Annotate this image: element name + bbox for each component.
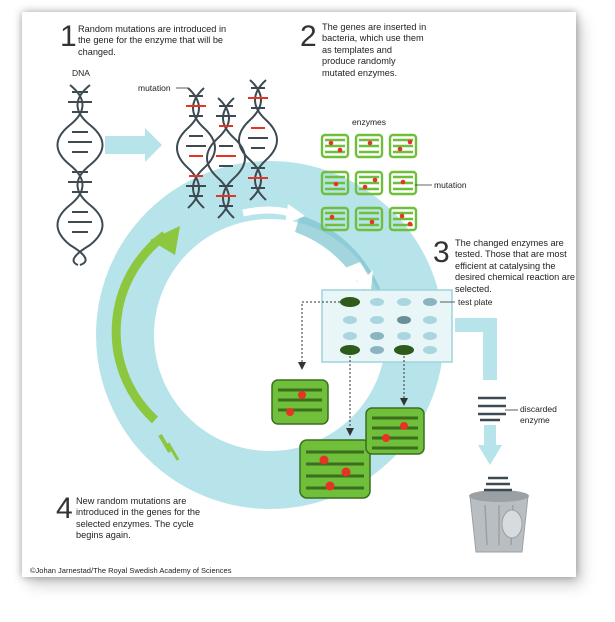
step-3-text: The changed enzymes are tested. Those th… bbox=[455, 238, 576, 294]
trash-bin-icon bbox=[469, 476, 529, 553]
discard-arrow bbox=[455, 318, 502, 465]
step-4-number: 4 bbox=[56, 492, 73, 525]
selection-arrows bbox=[301, 301, 405, 430]
mutation-dna-label: mutation bbox=[138, 83, 171, 93]
enzyme-grid bbox=[320, 133, 418, 232]
dna-mutated-1 bbox=[176, 87, 216, 209]
step-3-number: 3 bbox=[433, 236, 450, 269]
enzymes-label: enzymes bbox=[352, 117, 387, 127]
green-cycle-arrow bbox=[111, 226, 180, 461]
mutation-enzyme-label: mutation bbox=[434, 180, 467, 190]
step-2-text: The genes are inserted in bacteria, whic… bbox=[322, 22, 427, 78]
step-4-text: New random mutations are introduced in t… bbox=[76, 496, 201, 541]
step-1-text: Random mutations are introduced in the g… bbox=[78, 24, 227, 57]
plate-arrow bbox=[345, 262, 373, 290]
dna-label: DNA bbox=[72, 68, 90, 78]
step-1-number: 1 bbox=[60, 20, 77, 53]
credit-text: ©Johan Jarnestad/The Royal Swedish Acade… bbox=[30, 566, 232, 575]
step-2-number: 2 bbox=[300, 20, 317, 53]
selected-enzyme-2 bbox=[299, 439, 371, 499]
dna-mutated-2 bbox=[206, 97, 246, 219]
discarded-enzyme bbox=[478, 396, 506, 422]
discarded-enzyme-label: discarded enzyme bbox=[520, 404, 557, 425]
selected-enzyme-3 bbox=[365, 407, 425, 455]
dna-arrow bbox=[105, 128, 162, 162]
test-plate bbox=[321, 289, 453, 363]
test-plate-label: test plate bbox=[458, 297, 493, 307]
dna-mutated-3 bbox=[238, 79, 278, 201]
dna-original bbox=[56, 84, 104, 266]
selected-enzyme-1 bbox=[271, 379, 329, 425]
white-arrow bbox=[242, 206, 292, 217]
